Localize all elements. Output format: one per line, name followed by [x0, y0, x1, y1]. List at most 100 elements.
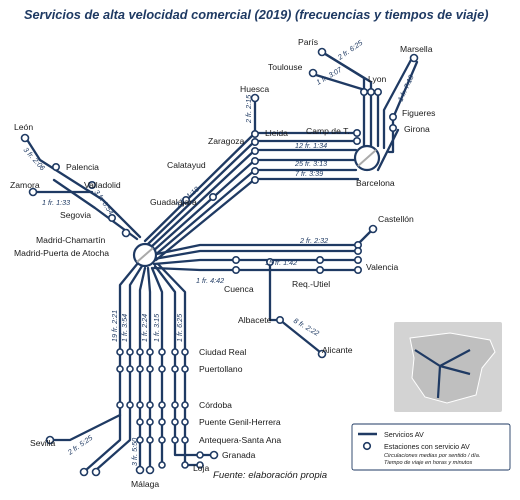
freq-sevilla: 19 fr. 2:21 [110, 310, 119, 342]
station-dot [51, 163, 60, 172]
station-dot [251, 138, 260, 147]
station-dot [353, 255, 362, 264]
station-dot [171, 436, 179, 444]
station-dot [146, 365, 154, 373]
label-marsella: Marsella [400, 44, 433, 54]
legend-stations: Estaciones con servicio AV [384, 442, 470, 451]
station-dot [116, 365, 124, 373]
station-dot [158, 401, 166, 409]
legend-note-1: Circulaciones medias por sentido / día. [384, 453, 480, 459]
label-cuenca: Cuenca [224, 284, 254, 294]
station-dot [116, 401, 124, 409]
station-dot [181, 418, 189, 426]
legend-box [351, 423, 511, 471]
freq-zaragoza: 12 fr. 1:34 [295, 141, 327, 150]
station-dot [136, 418, 144, 426]
label-barcelona: Barcelona [356, 178, 395, 188]
station-dot [196, 461, 204, 469]
iberia-shape [409, 332, 496, 404]
station-dot [171, 365, 179, 373]
station-dot [275, 315, 284, 324]
station-dot [171, 348, 179, 356]
station-dot [315, 265, 324, 274]
station-dot [251, 130, 260, 139]
label-figueres: Figueres [402, 108, 435, 118]
label-ciudad-real: Ciudad Real [199, 347, 246, 357]
station-dot [145, 465, 155, 475]
line-valencia-b [152, 258, 359, 266]
service-lines [24, 50, 419, 472]
freq-castellon: 2 fr. 2:32 [299, 236, 328, 245]
label-loja: Loja [193, 463, 209, 473]
label-malaga: Málaga [131, 479, 159, 489]
station-dot [136, 436, 144, 444]
station-dot [28, 187, 38, 197]
label-toulouse: Toulouse [268, 62, 303, 72]
label-lleida: Lleida [265, 128, 288, 138]
line-sevilla-b [94, 264, 144, 472]
label-guadalajara: Guadalajara [150, 197, 197, 207]
label-madrid-atocha: Madrid-Puerta de Atocha [14, 248, 109, 258]
freq-granada: 1 fr. 6:25 [175, 313, 184, 342]
station-dot [20, 133, 30, 143]
station-dot [409, 53, 419, 63]
station-dot [91, 467, 101, 477]
madrid-hub-mark [136, 247, 154, 263]
label-camp: Camp de T. [306, 126, 350, 136]
station-dot [116, 348, 124, 356]
label-zaragoza: Zaragoza [208, 136, 245, 146]
line-sevilla-a [84, 261, 140, 472]
station-dot [317, 47, 327, 57]
freq-calatayud: 25 fr. 3:13 [294, 159, 327, 168]
station-dot [265, 257, 274, 266]
station-dot [88, 181, 97, 190]
label-lyon: Lyon [368, 74, 387, 84]
label-puente-genil: Puente Genil-Herrera [199, 417, 281, 427]
inset-network [414, 349, 471, 399]
station-dot [121, 228, 131, 238]
station-dot [232, 265, 241, 274]
label-cordoba: Córdoba [199, 400, 232, 410]
label-leon: León [14, 122, 33, 132]
line-loja [156, 262, 202, 467]
station-dot [126, 401, 134, 409]
station-dot [158, 365, 166, 373]
label-albacete: Albacete [238, 315, 272, 325]
station-dot [108, 214, 117, 223]
station-dot [158, 461, 166, 469]
station-dot [181, 461, 189, 469]
label-calatayud: Calatayud [167, 160, 206, 170]
label-huesca: Huesca [240, 84, 269, 94]
station-dot [209, 193, 218, 202]
station-dot [136, 348, 144, 356]
station-dot [366, 88, 375, 97]
station-dot [352, 129, 361, 138]
label-granada: Granada [222, 450, 256, 460]
diagram-title: Servicios de alta velocidad comercial (2… [24, 7, 488, 22]
freq-marsella: 1 fr. 7:18 [396, 74, 416, 103]
label-zamora: Zamora [10, 180, 40, 190]
legend-note-2: Tiempo de viaje en horas y minutos [384, 460, 472, 466]
station-dot [209, 450, 219, 460]
station-dot [359, 88, 368, 97]
station-dot [136, 401, 144, 409]
line-alicante [268, 260, 322, 354]
line-sevilla-west [50, 413, 122, 442]
station-dot [251, 176, 260, 185]
line-girona-link [376, 128, 400, 172]
freq-sevilla-b: 2 fr. 5:25 [65, 433, 95, 458]
label-valencia: Valencia [366, 262, 399, 272]
station-dot [232, 255, 241, 264]
freq-segovia: 3 fr. 0:54 [92, 188, 115, 216]
station-dot [146, 401, 154, 409]
freq-cuenca: 1 fr. 4:42 [196, 276, 224, 285]
station-dot [308, 68, 318, 78]
freq-malaga: 3 fr. 5:50 [130, 438, 139, 466]
freq-paris: 2 fr. 6:25 [335, 38, 365, 63]
station-dot [251, 167, 260, 176]
freq-valencia: 15 fr. 1:42 [265, 258, 297, 267]
legend-station-swatch [362, 441, 372, 451]
label-sevilla: Sevilla [30, 438, 56, 448]
